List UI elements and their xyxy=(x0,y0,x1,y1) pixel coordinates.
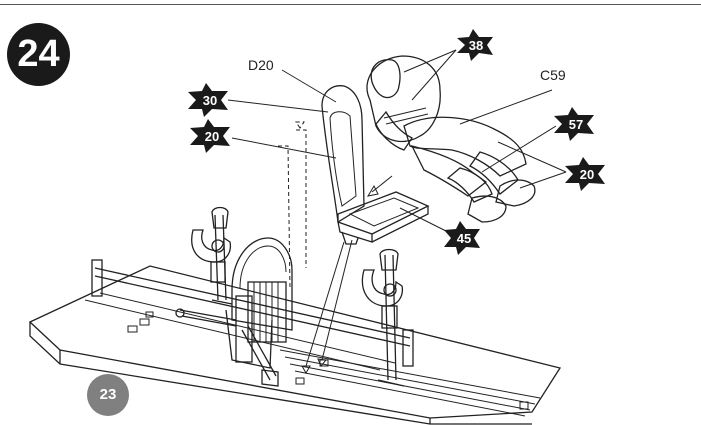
star-label-20-left: 20 xyxy=(205,129,219,144)
star-label-45: 45 xyxy=(457,231,471,246)
star-marker-20-left: 20 xyxy=(190,119,230,153)
base-frame xyxy=(28,265,562,425)
leader-lines xyxy=(227,49,567,237)
top-rule xyxy=(0,4,701,5)
step-number-badge: 24 xyxy=(7,23,70,86)
control-stick xyxy=(175,308,237,327)
star-marker-45: 45 xyxy=(444,221,480,255)
star-marker-57: 57 xyxy=(554,107,594,141)
star-label-57: 57 xyxy=(569,117,583,132)
pedal-lever-left xyxy=(191,206,233,305)
star-marker-30: 30 xyxy=(188,83,228,117)
star-marker-20-right: 20 xyxy=(565,157,605,191)
part-label-figure: C59 xyxy=(540,67,566,83)
star-label-30: 30 xyxy=(203,93,217,108)
star-label-38: 38 xyxy=(469,38,483,53)
star-label-20-right: 20 xyxy=(580,167,594,182)
reference-step-badge: 23 xyxy=(87,374,129,416)
pilot-figure-c59 xyxy=(366,55,536,223)
star-marker-38: 38 xyxy=(457,29,493,61)
part-label-seat: D20 xyxy=(248,57,274,73)
seat-part-d20 xyxy=(321,85,430,245)
pedal-lever-right xyxy=(361,248,405,387)
assembly-guides xyxy=(278,121,353,375)
seat-bracket xyxy=(225,237,293,387)
